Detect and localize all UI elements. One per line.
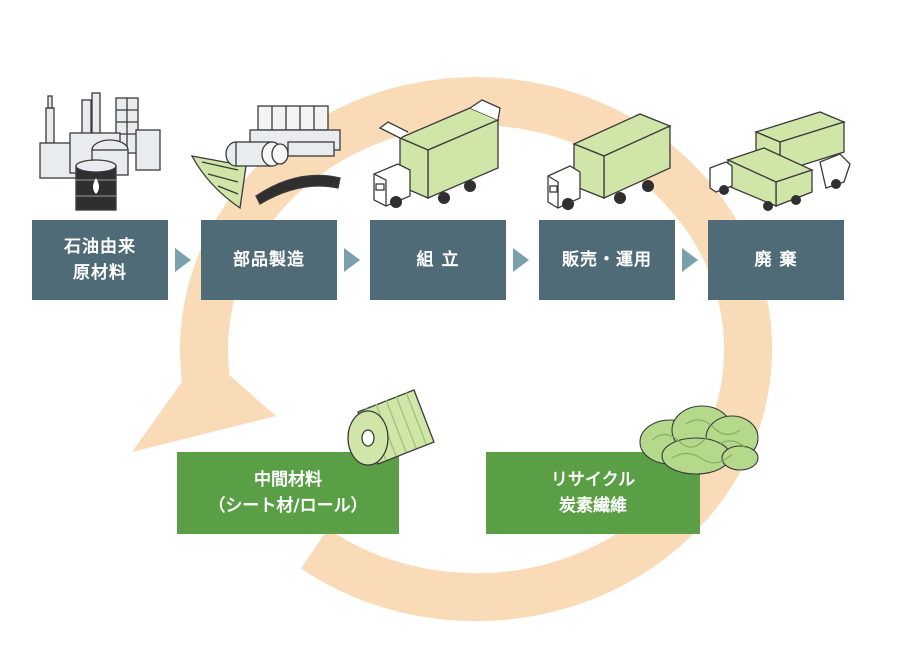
manufacturing-icon — [190, 105, 341, 210]
intermediate-material-box: 中間材料 （シート材/ロール） — [177, 452, 399, 534]
recycled-carbon-fiber-box: リサイクル 炭素繊維 — [486, 452, 700, 534]
step-parts-manufacturing: 部品製造 — [201, 220, 337, 300]
step-sales-operation: 販売・運用 — [539, 220, 675, 300]
step-arrow-2 — [344, 248, 360, 272]
factory-oil-icon — [39, 92, 161, 211]
truck-icon — [547, 113, 672, 210]
assembly-truck-icon — [373, 99, 501, 208]
step-assembly: 組 立 — [370, 220, 506, 300]
fiber-roll-icon — [347, 389, 435, 466]
carbon-fiber-icon — [639, 405, 759, 475]
scrapped-trucks-icon — [709, 111, 851, 211]
step-raw-materials: 石油由来 原材料 — [32, 220, 168, 300]
step-arrow-4 — [682, 248, 698, 272]
step-arrow-3 — [513, 248, 529, 272]
step-disposal: 廃 棄 — [708, 220, 844, 300]
step-arrow-1 — [175, 248, 191, 272]
